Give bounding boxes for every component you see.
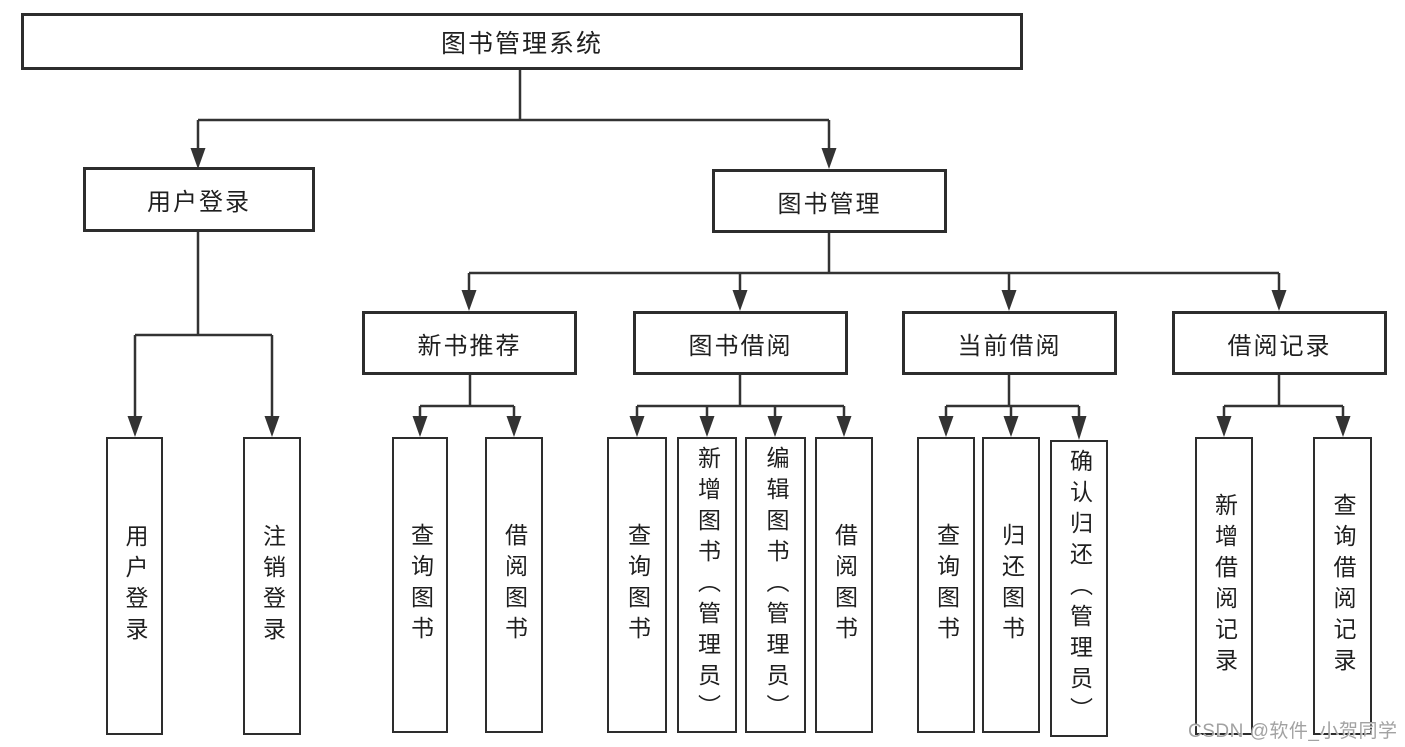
leaf-confirm-return-admin: 确认归还（管理员） bbox=[1050, 440, 1108, 737]
leaf-return-books: 归还图书 bbox=[982, 437, 1040, 733]
edge-new-book-recommend-to-leaves bbox=[412, 375, 522, 437]
leaf-label: 查询借阅记录 bbox=[1330, 493, 1356, 679]
node-borrowing-records: 借阅记录 bbox=[1172, 311, 1387, 375]
leaf-label: 借阅图书 bbox=[831, 523, 858, 647]
leaf-add-book-admin: 新增图书（管理员） bbox=[677, 437, 737, 733]
node-current-borrowing: 当前借阅 bbox=[902, 311, 1117, 375]
leaf-add-borrow-record: 新增借阅记录 bbox=[1195, 437, 1253, 735]
leaf-label: 查询图书 bbox=[407, 523, 434, 647]
node-label: 新书推荐 bbox=[417, 332, 522, 360]
edge-user-login-to-leaves bbox=[127, 232, 280, 437]
leaf-label: 借阅图书 bbox=[501, 523, 528, 647]
leaf-label: 新增借阅记录 bbox=[1211, 493, 1238, 679]
csdn-watermark: CSDN @软件_小贺同学 bbox=[1188, 721, 1398, 742]
edge-book-borrowing-to-leaves bbox=[629, 375, 852, 437]
leaf-query-books-current: 查询图书 bbox=[917, 437, 975, 733]
edge-root-to-level2 bbox=[190, 70, 837, 169]
leaf-label: 确认归还（管理员） bbox=[1066, 449, 1093, 728]
leaf-borrow-books: 借阅图书 bbox=[815, 437, 873, 733]
edge-book-management-to-level3 bbox=[461, 233, 1287, 311]
leaf-label: 注销登录 bbox=[259, 524, 286, 648]
leaf-label: 新增图书（管理员） bbox=[694, 445, 721, 725]
node-label: 图书管理 bbox=[777, 190, 882, 218]
node-label: 图书管理系统 bbox=[440, 29, 603, 58]
leaf-query-books-borrow: 查询图书 bbox=[607, 437, 667, 733]
edge-current-borrowing-to-leaves bbox=[938, 375, 1087, 440]
leaf-label: 查询图书 bbox=[624, 523, 651, 647]
leaf-logout: 注销登录 bbox=[243, 437, 301, 735]
node-book-management: 图书管理 bbox=[712, 169, 947, 233]
node-label: 用户登录 bbox=[147, 189, 251, 216]
node-label: 借阅记录 bbox=[1227, 332, 1332, 360]
leaf-label: 查询图书 bbox=[933, 523, 960, 647]
node-label: 图书借阅 bbox=[688, 332, 793, 360]
node-user-login: 用户登录 bbox=[83, 167, 315, 232]
node-library-management-system: 图书管理系统 bbox=[21, 13, 1023, 70]
leaf-edit-book-admin: 编辑图书（管理员） bbox=[745, 437, 806, 733]
leaf-borrow-books-recommend: 借阅图书 bbox=[485, 437, 543, 733]
edge-borrowing-records-to-leaves bbox=[1216, 375, 1351, 437]
leaf-label: 编辑图书（管理员） bbox=[763, 445, 789, 725]
leaf-label: 归还图书 bbox=[998, 523, 1025, 647]
node-new-book-recommend: 新书推荐 bbox=[362, 311, 577, 375]
leaf-user-login: 用户登录 bbox=[106, 437, 163, 735]
leaf-query-books-recommend: 查询图书 bbox=[392, 437, 448, 733]
leaf-label: 用户登录 bbox=[122, 524, 148, 648]
leaf-query-borrow-record: 查询借阅记录 bbox=[1313, 437, 1372, 735]
node-book-borrowing: 图书借阅 bbox=[633, 311, 848, 375]
node-label: 当前借阅 bbox=[957, 332, 1062, 360]
